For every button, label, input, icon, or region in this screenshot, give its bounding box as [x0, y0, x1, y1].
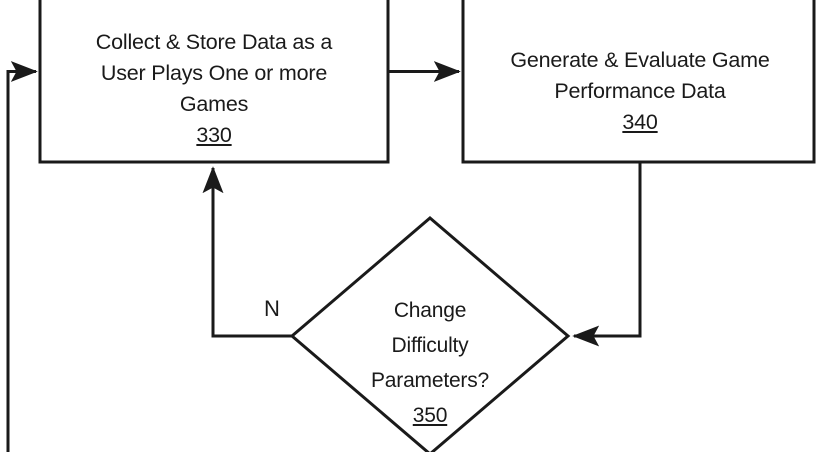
box-340-shape	[461, 0, 816, 164]
edge-inbound-to-330	[6, 61, 38, 452]
edge-label-no: N	[264, 296, 280, 321]
edge-350-no-to-330	[202, 166, 292, 338]
box-330-shape	[38, 0, 390, 164]
edge-340-to-350	[572, 162, 642, 347]
diamond-350-shape	[289, 216, 571, 452]
